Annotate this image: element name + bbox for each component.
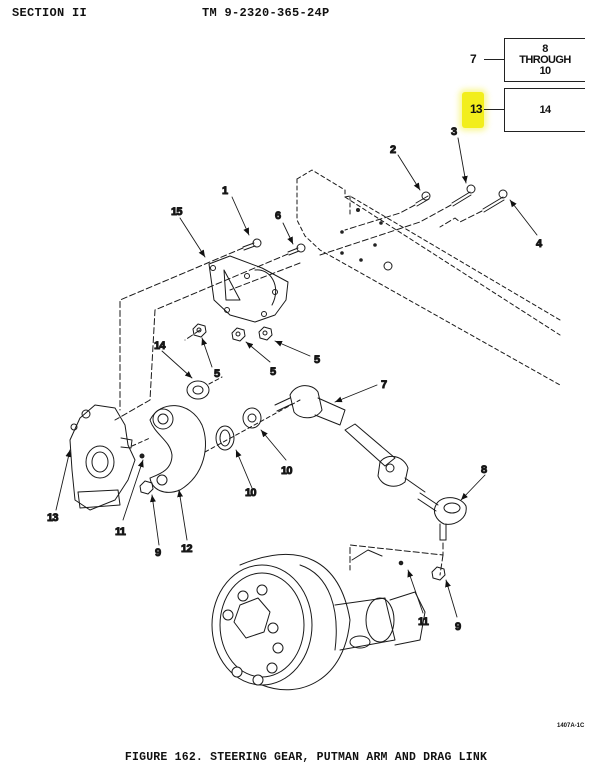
cotter-pin bbox=[398, 560, 404, 566]
callout-1[interactable]: 1 bbox=[222, 185, 230, 198]
callout-4[interactable]: 4 bbox=[536, 238, 545, 251]
callout-leaders bbox=[55, 137, 538, 618]
callout-7[interactable]: 7 bbox=[381, 379, 389, 392]
tie-rod-centerlines bbox=[349, 542, 444, 576]
bolt-3 bbox=[451, 184, 476, 207]
drag-link bbox=[274, 385, 426, 493]
tie-rod-end bbox=[417, 492, 467, 541]
frame-nut bbox=[383, 261, 393, 271]
callout-13[interactable]: 13 bbox=[47, 512, 60, 525]
callout-9[interactable]: 9 bbox=[155, 547, 163, 560]
callout-8[interactable]: 8 bbox=[481, 464, 489, 477]
callout-5[interactable]: 5 bbox=[314, 354, 322, 367]
centerline bbox=[131, 437, 151, 447]
slotted-nut bbox=[431, 566, 446, 581]
steering-knuckle-hub bbox=[211, 549, 426, 691]
section-label: SECTION II bbox=[12, 6, 88, 20]
nut-5 bbox=[258, 326, 273, 341]
callout-10[interactable]: 10 bbox=[281, 465, 294, 478]
figure-code: 1407A-1C bbox=[557, 723, 585, 729]
callout-2[interactable]: 2 bbox=[390, 144, 398, 157]
callout-10[interactable]: 10 bbox=[245, 487, 258, 500]
bolt-1 bbox=[242, 238, 262, 251]
pitman-arm bbox=[149, 405, 207, 493]
callout-11[interactable]: 11 bbox=[115, 526, 128, 539]
reference-leader-line bbox=[484, 109, 504, 110]
callout-11[interactable]: 11 bbox=[418, 616, 431, 629]
reference-box-14[interactable]: 14 bbox=[504, 88, 585, 132]
callout-15[interactable]: 15 bbox=[171, 206, 184, 219]
item-13-highlight bbox=[462, 92, 484, 128]
reference-box-text: 8 THROUGH 10 bbox=[519, 42, 571, 77]
frame-rail bbox=[296, 169, 561, 386]
callout-12[interactable]: 12 bbox=[181, 543, 194, 556]
bolt-4 bbox=[482, 189, 508, 213]
centerline bbox=[204, 399, 301, 453]
centerline bbox=[208, 376, 223, 385]
reference-item-7[interactable]: 7 bbox=[470, 52, 477, 66]
hub-studs bbox=[222, 584, 284, 686]
callout-6[interactable]: 6 bbox=[275, 210, 283, 223]
nut-5 bbox=[231, 327, 246, 342]
bolt-2 bbox=[415, 191, 431, 207]
bolt-centerlines bbox=[319, 204, 483, 256]
reference-leader-line bbox=[484, 59, 504, 60]
sector-shaft-nut bbox=[186, 380, 210, 400]
frame-holes bbox=[340, 208, 383, 262]
reference-box-text: 14 bbox=[539, 103, 551, 116]
tm-number: TM 9-2320-365-24P bbox=[202, 6, 330, 20]
nut-5 bbox=[192, 323, 207, 338]
reference-box-8-through-10[interactable]: 8 THROUGH 10 bbox=[504, 38, 585, 82]
steering-gear bbox=[69, 404, 136, 511]
callout-9[interactable]: 9 bbox=[455, 621, 463, 634]
callout-5[interactable]: 5 bbox=[270, 366, 278, 379]
cotter-pin bbox=[139, 453, 145, 459]
figure-caption: FIGURE 162. STEERING GEAR, PUTMAN ARM AN… bbox=[124, 751, 488, 764]
callout-14[interactable]: 14 bbox=[154, 340, 168, 353]
callout-3[interactable]: 3 bbox=[451, 126, 459, 139]
bolt-6 bbox=[287, 243, 306, 256]
steering-gear-bracket bbox=[208, 255, 289, 323]
callout-5[interactable]: 5 bbox=[214, 368, 222, 381]
reference-item-13[interactable]: 13 bbox=[470, 102, 483, 116]
slotted-nut bbox=[139, 480, 154, 495]
seal bbox=[242, 407, 262, 429]
